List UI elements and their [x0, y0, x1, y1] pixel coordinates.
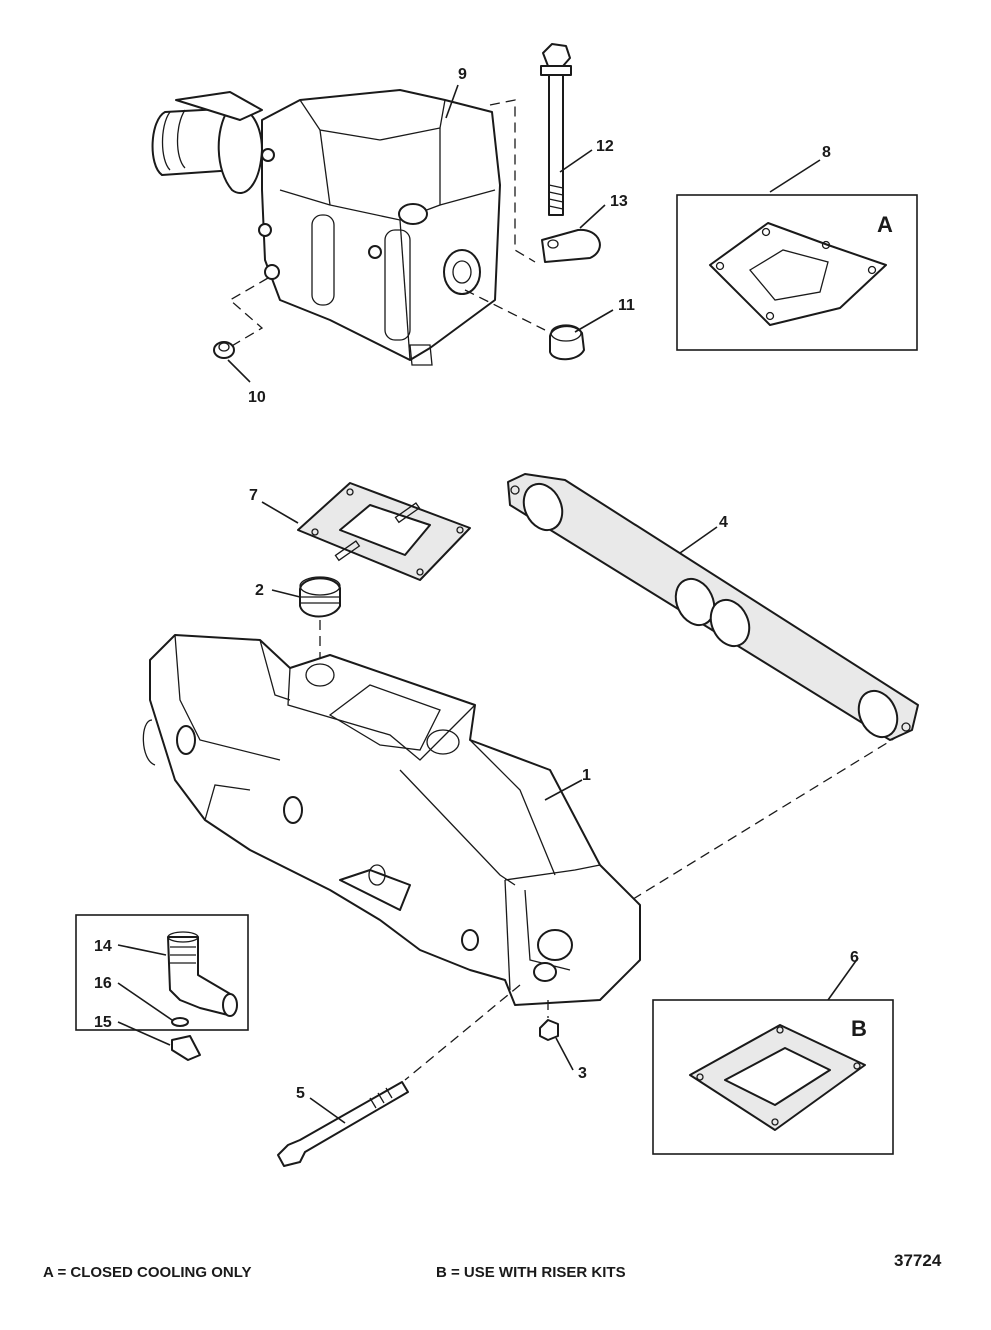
callout-4: 4 — [719, 514, 728, 531]
callout-10: 10 — [248, 389, 266, 406]
gasket-part-4 — [507, 473, 919, 741]
callout-3: 3 — [578, 1065, 587, 1082]
inset-letter-a: A — [877, 212, 893, 237]
elbow-fitting-part-14 — [167, 931, 238, 1017]
legend-a-text: A = CLOSED COOLING ONLY — [43, 1264, 252, 1281]
leader-lines — [227, 84, 859, 1124]
callout-13: 13 — [610, 193, 628, 210]
figure-id: 37724 — [894, 1251, 942, 1270]
plug-part-2 — [299, 576, 341, 618]
o-ring-part-16 — [171, 1017, 189, 1027]
fitting-inset-box — [75, 914, 249, 1061]
callout-15: 15 — [94, 1014, 112, 1031]
callout-5: 5 — [296, 1085, 305, 1102]
callout-12: 12 — [596, 138, 614, 155]
callout-14: 14 — [94, 938, 112, 955]
legend-b-text: B = USE WITH RISER KITS — [436, 1264, 626, 1281]
inset-letter-b: B — [851, 1016, 867, 1041]
fitting-part-15 — [171, 1035, 201, 1061]
clip-part-13 — [541, 228, 601, 263]
callout-2: 2 — [255, 582, 264, 599]
callout-1: 1 — [582, 767, 591, 784]
callout-7: 7 — [249, 487, 258, 504]
exhaust-manifold-part-1 — [142, 634, 641, 1006]
bolt-part-5 — [277, 984, 521, 1167]
callout-16: 16 — [94, 975, 112, 992]
callout-6: 6 — [850, 949, 859, 966]
plug-part-10 — [213, 341, 235, 359]
callout-8: 8 — [822, 144, 831, 161]
bolt-part-12 — [540, 43, 572, 216]
callout-labels: 9 12 8 13 11 10 7 4 2 1 6 14 16 15 3 5 — [94, 66, 859, 1102]
inset-box-b: B — [652, 999, 894, 1155]
callout-9: 9 — [458, 66, 467, 83]
exhaust-riser-part-9 — [151, 89, 501, 366]
plug-part-3 — [539, 1000, 559, 1041]
callout-11: 11 — [618, 297, 635, 314]
plug-part-11 — [549, 324, 585, 361]
gasket-part-7 — [297, 482, 471, 581]
inset-box-a: A — [676, 194, 918, 351]
